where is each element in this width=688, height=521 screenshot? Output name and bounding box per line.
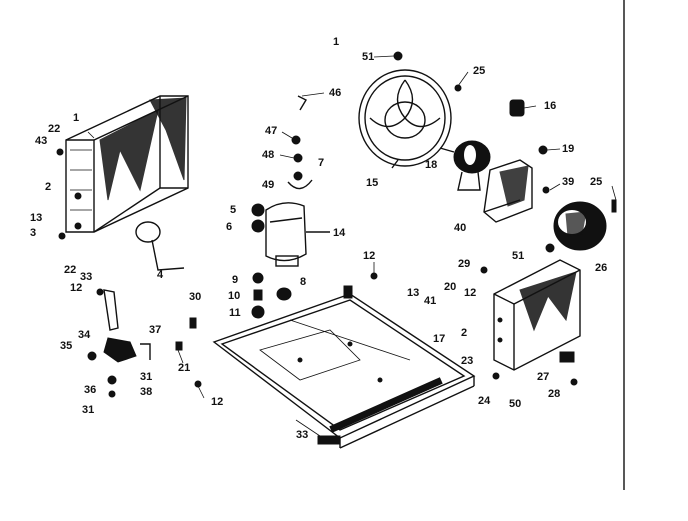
part-label-6: 6 (226, 221, 233, 233)
part-label-13b: 13 (407, 287, 420, 299)
part-label-14: 14 (333, 227, 346, 239)
part-label-21: 21 (178, 362, 191, 374)
part-label-26: 26 (595, 262, 608, 274)
fan-blade (358, 69, 452, 169)
part-label-33a: 33 (80, 271, 93, 283)
evaporator-coil (493, 259, 581, 371)
small-hardware (56, 51, 617, 445)
part-label-23: 23 (461, 355, 474, 367)
part-label-36: 36 (84, 384, 97, 396)
part-label-12a: 12 (363, 250, 376, 262)
part-label-15: 15 (366, 177, 379, 189)
part-label-16: 16 (544, 100, 557, 112)
part-label-40: 40 (454, 222, 467, 234)
motor-bracket (483, 159, 533, 223)
part-label-51: 51 (362, 51, 375, 63)
part-label-51b: 51 (512, 250, 525, 262)
part-label-13a: 13 (30, 212, 43, 224)
part-label-25: 25 (473, 65, 486, 77)
control-assembly (87, 289, 151, 398)
leader-lines (87, 55, 617, 437)
part-label-4: 4 (157, 269, 164, 281)
blower-wheel (553, 201, 607, 251)
compressor (265, 202, 330, 267)
top-mark-label: 1 (333, 36, 340, 48)
part-label-49: 49 (262, 179, 275, 191)
part-label-31b: 31 (82, 404, 95, 416)
part-label-19: 19 (562, 143, 575, 155)
part-label-46: 46 (329, 87, 342, 99)
part-label-35: 35 (60, 340, 73, 352)
part-label-41: 41 (424, 295, 437, 307)
part-label-22b: 22 (64, 264, 77, 276)
part-label-2b: 2 (461, 327, 468, 339)
part-label-18: 18 (425, 159, 438, 171)
part-label-7: 7 (318, 157, 325, 169)
part-label-28: 28 (548, 388, 561, 400)
hose-assembly (135, 221, 185, 271)
part-label-47: 47 (265, 125, 278, 137)
part-label-9: 9 (232, 274, 239, 286)
part-label-8: 8 (300, 276, 307, 288)
part-label-5: 5 (230, 204, 237, 216)
part-label-12b: 12 (70, 282, 83, 294)
condenser-coil (65, 95, 189, 233)
part-label-2a: 2 (45, 181, 52, 193)
part-label-39: 39 (562, 176, 575, 188)
part-label-12c: 12 (464, 287, 477, 299)
part-label-33b: 33 (296, 429, 309, 441)
part-label-30: 30 (189, 291, 202, 303)
part-label-34: 34 (78, 329, 91, 341)
part-label-38: 38 (140, 386, 153, 398)
part-label-12d: 12 (211, 396, 224, 408)
part-label-25b: 25 (590, 176, 603, 188)
part-label-48: 48 (262, 149, 275, 161)
part-label-11: 11 (229, 307, 241, 319)
fan-motor (439, 140, 491, 191)
part-label-29: 29 (458, 258, 471, 270)
grommet-parts (251, 95, 313, 319)
part-label-17: 17 (433, 333, 446, 345)
part-label-37: 37 (149, 324, 162, 336)
part-label-10: 10 (228, 290, 241, 302)
part-label-3: 3 (30, 227, 37, 239)
part-label-1: 1 (73, 112, 80, 124)
part-label-27: 27 (537, 371, 550, 383)
part-label-24: 24 (478, 395, 491, 407)
part-label-50: 50 (509, 398, 522, 410)
part-label-20: 20 (444, 281, 457, 293)
part-label-22: 22 (48, 123, 61, 135)
part-label-31a: 31 (140, 371, 153, 383)
part-label-43: 43 (35, 135, 48, 147)
